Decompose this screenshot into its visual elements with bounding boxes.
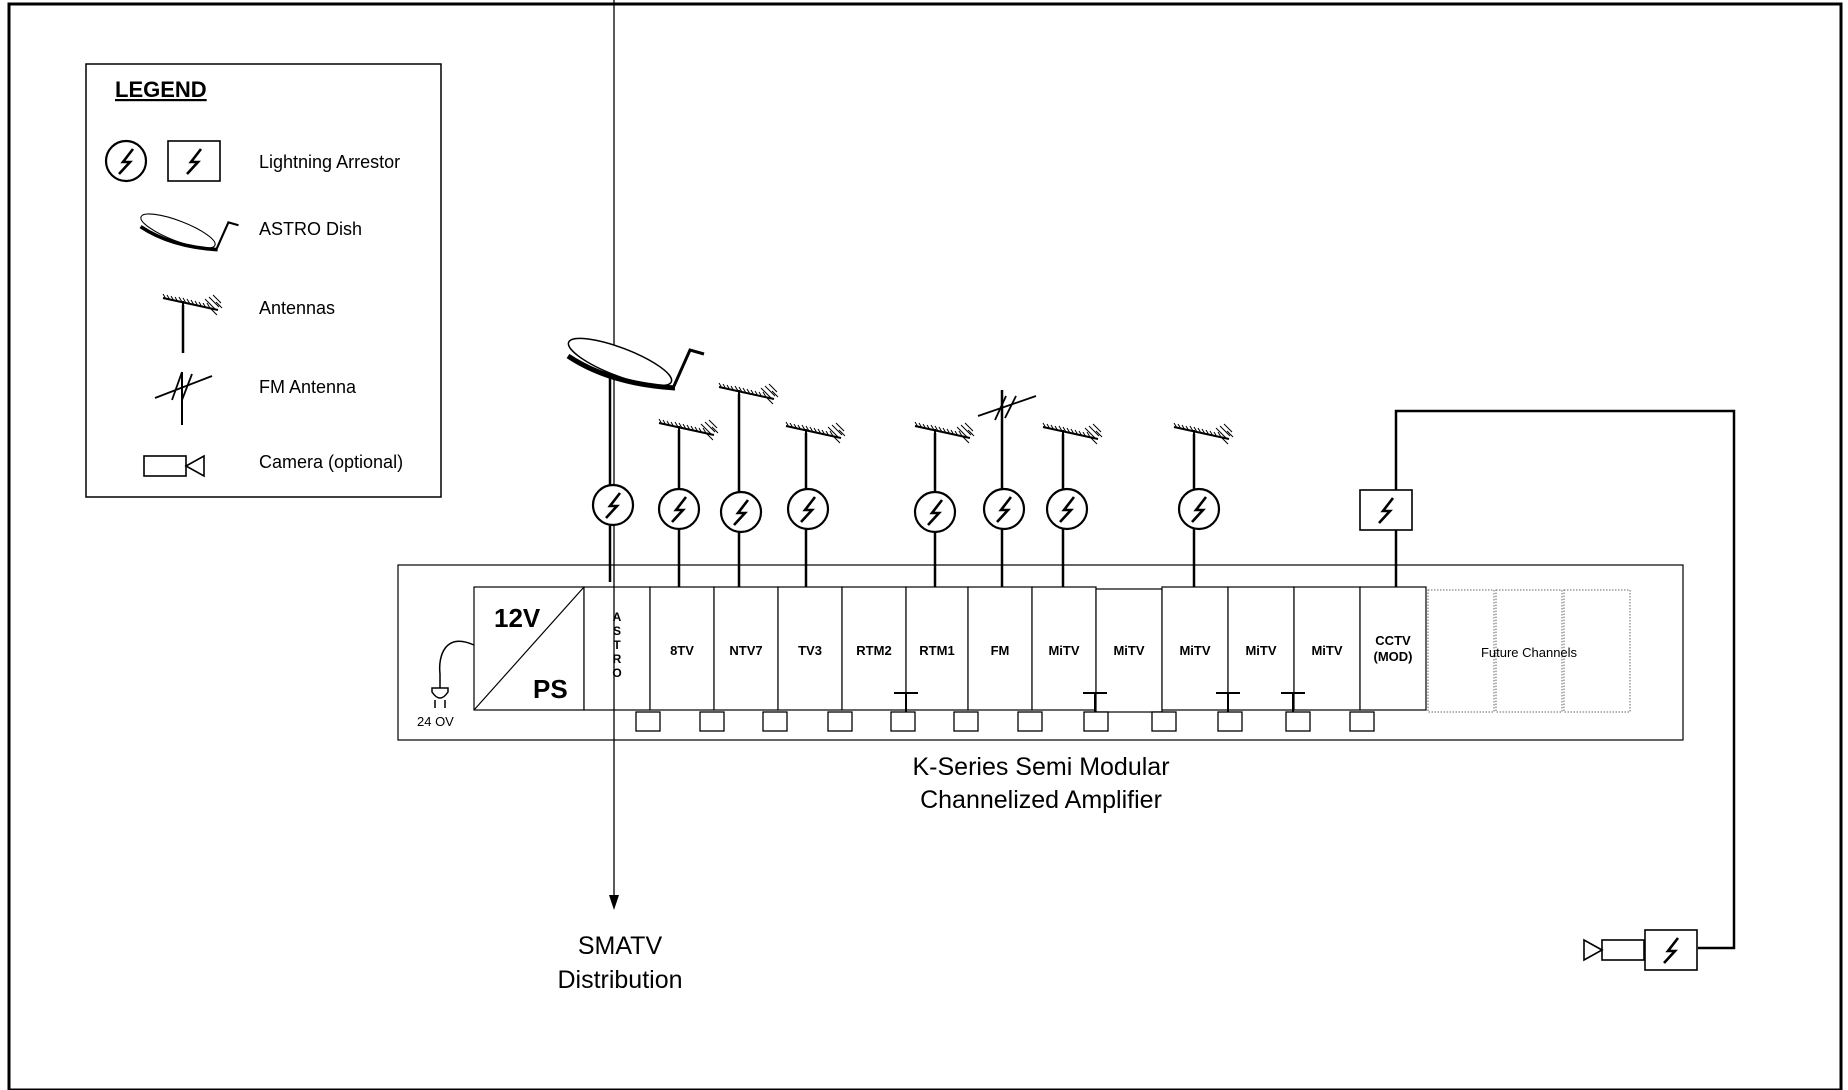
module-ntv7: NTV7 — [713, 586, 779, 711]
module-mitv: MiTV — [1293, 586, 1361, 711]
module-mitv: MiTV — [1227, 586, 1295, 711]
feed-astro — [564, 329, 704, 582]
module-label: MiTV — [1311, 643, 1342, 658]
legend-label-astro-dish: ASTRO Dish — [259, 219, 362, 239]
astro-letter: T — [613, 638, 621, 652]
cctv-label-line2: (MOD) — [1374, 649, 1413, 664]
module-mitv: MiTV — [1161, 586, 1229, 711]
module-astro: A S T R O — [583, 586, 651, 711]
legend-title: LEGEND — [115, 77, 207, 102]
module-label: FM — [991, 643, 1010, 658]
distribution-caption-line1: SMATV — [578, 932, 663, 960]
feed-fm — [977, 390, 1037, 587]
power-supply-module: 12V PS — [473, 586, 585, 711]
cctv-label-line1: CCTV — [1375, 633, 1411, 648]
output-connectors — [635, 711, 1375, 732]
legend: LEGEND Lightning Arrestor ASTRO Dish Ant… — [85, 63, 442, 498]
feed-mitv-1 — [1042, 422, 1103, 587]
fm-antenna-icon — [154, 371, 213, 425]
legend-label-lightning-arrestor: Lightning Arrestor — [259, 152, 400, 172]
module-fm: FM — [967, 586, 1033, 711]
astro-letter: R — [613, 652, 622, 666]
feed-8tv — [657, 418, 719, 587]
module-label: NTV7 — [729, 643, 762, 658]
feed-ntv7 — [718, 382, 779, 587]
feed-cctv — [1358, 409, 1736, 972]
page-frame — [7, 2, 1843, 1090]
module-tv3: TV3 — [777, 586, 843, 711]
power-input-label: 24 OV — [417, 714, 454, 729]
feed-tv3 — [785, 421, 846, 587]
module-label: RTM1 — [919, 643, 954, 658]
module-label: MiTV — [1048, 643, 1079, 658]
feed-rtm1 — [913, 421, 975, 587]
legend-label-antennas: Antennas — [259, 298, 335, 318]
legend-label-camera: Camera (optional) — [259, 452, 403, 472]
power-supply-label: PS — [533, 674, 568, 704]
module-label: MiTV — [1245, 643, 1276, 658]
distribution-caption-line2: Distribution — [557, 966, 682, 994]
module-mitv: MiTV — [1095, 588, 1163, 713]
module-label: MiTV — [1113, 643, 1144, 658]
amplifier-caption-line2: Channelized Amplifier — [920, 786, 1162, 814]
module-rtm2: RTM2 — [841, 586, 907, 711]
module-8tv: 8TV — [649, 586, 715, 711]
astro-letter: S — [613, 624, 621, 638]
camera-icon — [1583, 939, 1645, 961]
module-mitv: MiTV — [1031, 586, 1097, 711]
module-label: 8TV — [670, 643, 694, 658]
legend-box — [85, 63, 442, 498]
astro-letter: O — [612, 666, 621, 680]
astro-letter: A — [613, 610, 622, 624]
power-supply-voltage: 12V — [494, 603, 541, 633]
future-channels-label: Future Channels — [1481, 645, 1578, 660]
module-label: RTM2 — [856, 643, 891, 658]
module-label: TV3 — [798, 643, 822, 658]
amplifier-caption-line1: K-Series Semi Modular — [912, 753, 1169, 781]
terminators — [894, 692, 1305, 712]
legend-label-fm-antenna: FM Antenna — [259, 377, 357, 397]
module-label: MiTV — [1179, 643, 1210, 658]
future-channel-slots: Future Channels — [1427, 589, 1631, 713]
power-plug-icon — [431, 640, 475, 708]
module-rtm1: RTM1 — [905, 586, 969, 711]
feed-mitv-2 — [1173, 422, 1234, 587]
antenna-icon — [162, 293, 223, 353]
module-cctv: CCTV (MOD) — [1359, 586, 1427, 711]
